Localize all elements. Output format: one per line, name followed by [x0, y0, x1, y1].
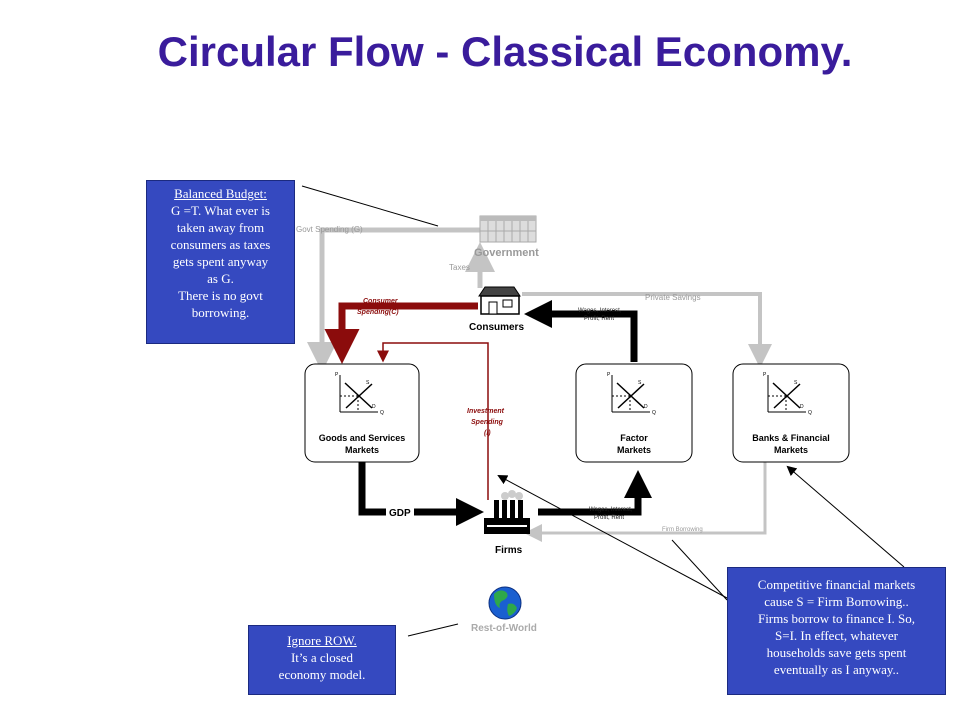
banks-market-label-2: Markets: [774, 445, 808, 455]
firms-label: Firms: [495, 545, 523, 556]
consumers-label: Consumers: [469, 322, 524, 333]
row-note-line: economy model.: [278, 667, 366, 682]
finance-note-line: Competitive financial markets: [757, 577, 916, 592]
gdp-label-bg: [386, 504, 414, 518]
goods-services-market: P Q S D Goods and Services Markets: [304, 363, 420, 463]
wages-bottom-label-2: Profit, Rent: [594, 515, 624, 521]
goods-curve-d: D: [372, 404, 376, 410]
page-title: Circular Flow - Classical Economy.: [157, 28, 853, 75]
finance-note-line: eventually as I anyway..: [773, 662, 900, 677]
firm-borrowing-label: Firm Borrowing: [662, 527, 703, 533]
firm-borrowing-arrow: [524, 462, 767, 542]
government-label: Government: [474, 247, 539, 259]
finance-pointer-line-2: [671, 539, 728, 601]
finance-pointer-line-3: [786, 465, 905, 568]
goods-axis-q: Q: [380, 410, 384, 416]
consumer-spending-arrow: [324, 302, 478, 364]
globe-icon: [488, 586, 522, 620]
budget-note-line: gets spent anyway: [172, 254, 269, 269]
gdp-label: GDP: [389, 508, 411, 519]
budget-note-line: consumers as taxes: [170, 237, 271, 252]
banks-curve-s: S: [794, 380, 798, 386]
budget-note-line: G =T. What ever is: [171, 203, 270, 218]
row-note-heading: Ignore ROW.: [287, 633, 357, 648]
finance-note-line: S=I. In effect, whatever: [775, 628, 898, 643]
financial-markets-note: Competitive financial markets cause S = …: [727, 567, 946, 695]
wages-top-label-1: Wages, Interest,: [578, 308, 622, 314]
balanced-budget-note: Balanced Budget: G =T. What ever is take…: [146, 180, 295, 344]
supply-demand-graph-icon: [339, 375, 378, 413]
gdp-arrow: [358, 462, 484, 526]
factor-curve-d: D: [644, 404, 648, 410]
ignore-row-note: Ignore ROW. It’s a closed economy model.: [248, 625, 396, 695]
finance-note-line: households save gets spent: [766, 645, 907, 660]
investment-spending-arrow: [377, 342, 489, 500]
budget-note-line: as G.: [207, 271, 234, 286]
banks-axis-p: P: [763, 372, 767, 378]
budget-note-line: There is no govt: [178, 288, 263, 303]
banks-market-label-1: Banks & Financial: [752, 433, 830, 443]
investment-label-2: Spending: [471, 419, 504, 426]
banks-financial-market: P Q S D Banks & Financial Markets: [732, 363, 850, 463]
investment-label-3: (I): [484, 430, 491, 437]
goods-curve-s: S: [366, 380, 370, 386]
wages-to-consumers-arrow: [524, 300, 638, 362]
row-pointer-line: [407, 623, 459, 637]
consumer-spending-label-1: Consumer: [363, 298, 399, 305]
consumer-spending-label-2: Spending(C): [357, 309, 399, 316]
budget-note-line: taken away from: [176, 220, 265, 235]
investment-label-1: Investment: [467, 408, 505, 415]
goods-market-label-2: Markets: [345, 445, 379, 455]
goods-axis-p: P: [335, 372, 339, 378]
factor-axis-p: P: [607, 372, 611, 378]
factor-market-label-2: Markets: [617, 445, 651, 455]
wages-top-label-2: Profit, Rent: [584, 316, 614, 322]
factor-axis-q: Q: [652, 410, 656, 416]
finance-note-line: cause S = Firm Borrowing..: [764, 594, 909, 609]
row-note-line: It’s a closed: [290, 650, 354, 665]
factor-market: P Q S D Factor Markets: [575, 363, 693, 463]
house-icon: [478, 286, 521, 315]
budget-pointer-line: [301, 185, 439, 227]
budget-note-line: borrowing.: [191, 305, 250, 320]
private-savings-label: Private Savings: [645, 293, 701, 302]
govt-spending-label: Govt Spending (G): [296, 225, 363, 234]
finance-pointer-line-1: [497, 475, 728, 599]
supply-demand-graph-icon: [611, 375, 650, 413]
govt-spending-arrow: [307, 227, 480, 372]
factory-icon: [484, 490, 530, 534]
banks-axis-q: Q: [808, 410, 812, 416]
supply-demand-graph-icon: [767, 375, 806, 413]
taxes-label: Taxes: [449, 263, 470, 272]
wages-to-factor-arrow: [538, 470, 652, 516]
government-icon: [479, 215, 537, 243]
finance-note-line: Firms borrow to finance I. So,: [757, 611, 916, 626]
goods-market-label-1: Goods and Services: [319, 433, 406, 443]
factor-curve-s: S: [638, 380, 642, 386]
budget-note-heading: Balanced Budget:: [174, 186, 267, 201]
private-savings-arrow: [522, 292, 772, 368]
wages-bottom-label-1: Wages, Interest,: [589, 507, 633, 513]
banks-curve-d: D: [800, 404, 804, 410]
factor-market-label-1: Factor: [620, 433, 648, 443]
rest-of-world-label: Rest-of-World: [471, 623, 537, 634]
